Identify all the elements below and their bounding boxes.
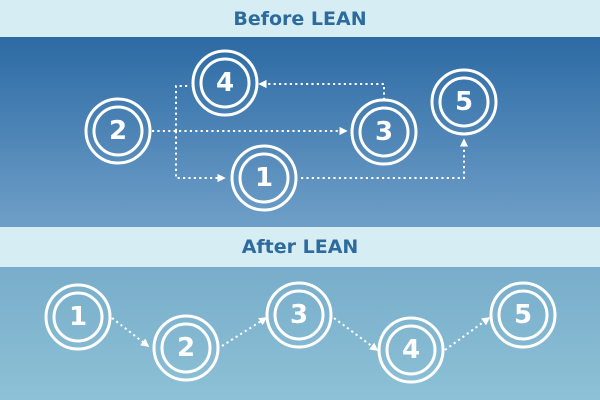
before-node-4-label: 4 bbox=[216, 68, 234, 98]
after-lean-panel bbox=[0, 267, 600, 400]
after-lean-title: After LEAN bbox=[241, 236, 359, 258]
after-node-4: 4 bbox=[377, 316, 445, 384]
after-node-5-label: 5 bbox=[514, 300, 532, 330]
connector-2-to-4 bbox=[175, 85, 188, 131]
after-node-2: 2 bbox=[152, 314, 220, 382]
connector-a3-to-a4 bbox=[333, 317, 379, 352]
before-node-1: 1 bbox=[230, 144, 298, 212]
after-node-5: 5 bbox=[489, 281, 557, 349]
connector-a1-to-a2 bbox=[111, 317, 150, 348]
after-node-2-label: 2 bbox=[177, 333, 195, 363]
before-node-3: 3 bbox=[350, 98, 418, 166]
before-node-2: 2 bbox=[84, 97, 152, 165]
after-node-1-label: 1 bbox=[69, 302, 87, 332]
before-lean-header: Before LEAN bbox=[0, 0, 600, 37]
after-node-1: 1 bbox=[44, 283, 112, 351]
after-node-3-label: 3 bbox=[290, 300, 308, 330]
before-lean-title: Before LEAN bbox=[233, 7, 367, 30]
before-node-4: 4 bbox=[191, 49, 259, 117]
connector-2-to-1 bbox=[175, 131, 226, 183]
connector-a2-to-a3 bbox=[221, 317, 268, 347]
connector-a4-to-a5 bbox=[444, 317, 491, 351]
connector-1-to-5 bbox=[301, 138, 469, 179]
before-node-5: 5 bbox=[430, 68, 498, 136]
after-node-4-label: 4 bbox=[402, 335, 420, 365]
before-node-3-label: 3 bbox=[375, 117, 393, 147]
before-node-5-label: 5 bbox=[455, 87, 473, 117]
before-node-2-label: 2 bbox=[109, 116, 127, 146]
before-node-1-label: 1 bbox=[255, 163, 273, 193]
after-lean-header: After LEAN bbox=[0, 227, 600, 267]
connector-3-to-4 bbox=[258, 79, 385, 100]
after-node-3: 3 bbox=[265, 281, 333, 349]
